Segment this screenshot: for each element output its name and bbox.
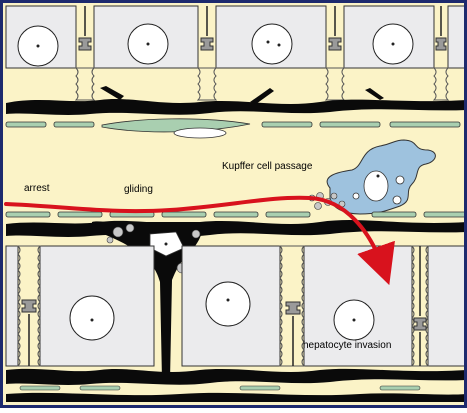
label-arrest: arrest [24, 183, 50, 194]
label-hepatocyte-invasion: hepatocyte invasion [303, 340, 391, 351]
label-gliding: gliding [124, 184, 153, 195]
endothelial-nucleus [174, 128, 226, 138]
bottom-endothelium [6, 212, 467, 217]
nucleus [252, 24, 292, 64]
kupffer-nucleolus [377, 175, 380, 178]
label-kupffer-passage: Kupffer cell passage [222, 161, 312, 172]
